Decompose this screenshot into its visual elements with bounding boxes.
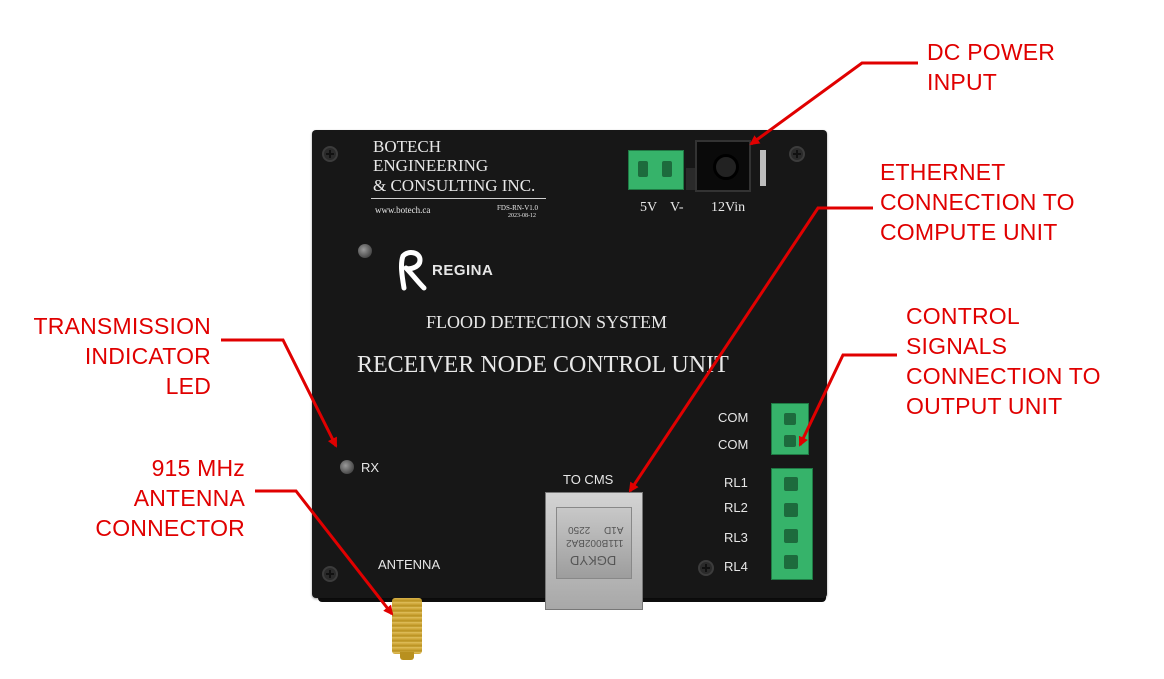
label-antenna: ANTENNA — [378, 557, 441, 572]
label-rl3: RL3 — [724, 530, 748, 545]
label-com-1: COM — [718, 410, 749, 425]
unit-title: RECEIVER NODE CONTROL UNIT — [357, 352, 729, 378]
screw-icon — [698, 560, 714, 576]
leader-antenna — [255, 489, 394, 616]
label-rl4: RL4 — [724, 559, 748, 574]
company-name-line3: & CONSULTING INC. — [373, 176, 536, 195]
label-rl1: RL1 — [724, 475, 748, 490]
screw-icon — [789, 146, 805, 162]
leader-ethernet — [628, 206, 873, 493]
power-terminal-block — [628, 150, 684, 190]
annotation-control-signals: CONTROL SIGNALS CONNECTION TO OUTPUT UNI… — [906, 303, 1101, 419]
company-underline — [371, 198, 546, 199]
annotation-transmission-led: TRANSMISSION INDICATOR LED — [33, 313, 211, 399]
label-rl2: RL2 — [724, 500, 748, 515]
system-title: FLOOD DETECTION SYSTEM — [426, 312, 667, 332]
company-name-line2: ENGINEERING — [373, 156, 489, 175]
screw-icon — [322, 146, 338, 162]
label-12vin: 12Vin — [711, 200, 746, 215]
annotation-ethernet: ETHERNET CONNECTION TO COMPUTE UNIT — [880, 159, 1075, 245]
label-com-2: COM — [718, 437, 749, 452]
sma-antenna-connector — [392, 598, 422, 654]
company-name-line1: BOTECH — [373, 137, 441, 156]
label-rx: RX — [361, 460, 380, 475]
model-code: FDS-RN-V1.0 — [497, 204, 539, 212]
build-date: 2023-08-12 — [508, 213, 536, 219]
relay-terminal-block — [771, 468, 813, 580]
annotation-dc-power: DC POWER INPUT — [927, 39, 1056, 95]
dc-power-jack — [695, 140, 751, 192]
label-to-cms: TO CMS — [563, 472, 614, 487]
annotation-antenna: 915 MHz ANTENNA CONNECTOR — [95, 455, 245, 541]
company-website: www.botech.ca — [375, 205, 431, 215]
leader-dc-power — [749, 61, 918, 146]
leader-transmission-led — [221, 338, 338, 448]
regina-logo-text: REGINA — [432, 262, 494, 279]
leader-control-signals — [798, 353, 897, 447]
status-led — [358, 244, 372, 258]
regina-logo-icon — [398, 250, 427, 291]
screw-icon — [322, 566, 338, 582]
label-5v: 5V — [640, 200, 658, 215]
rx-led — [340, 460, 354, 474]
ethernet-port: DGKYD 111B002BA2 2250 A1D — [545, 492, 643, 610]
label-v-minus: V- — [670, 200, 684, 215]
